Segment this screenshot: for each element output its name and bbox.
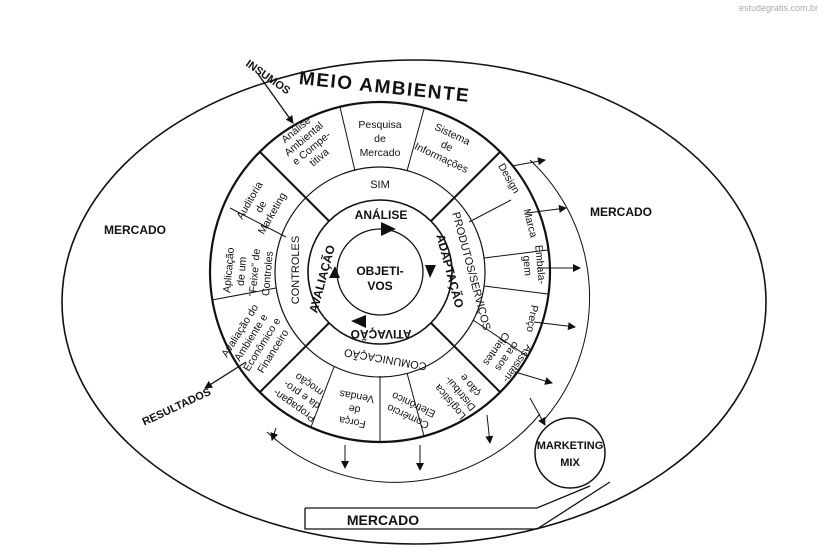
avaliacao-arrow bbox=[329, 266, 340, 278]
insumos-arrow bbox=[257, 73, 294, 124]
mercado-bottom-bar-top bbox=[305, 485, 591, 509]
adaptacao-arrow bbox=[425, 265, 436, 278]
activity-ring bbox=[307, 199, 453, 345]
cell-pesquisa-mercado: Pesquisa de Mercado bbox=[358, 119, 401, 159]
svg-text:de: de bbox=[374, 133, 386, 145]
cell-analise-ambiental: Análise Ambiental e Compe- titiva bbox=[279, 114, 333, 169]
mercado-right-label: MERCADO bbox=[590, 205, 652, 219]
marketing-mix-arc bbox=[529, 159, 591, 421]
mix-arrows-right bbox=[511, 157, 581, 426]
cell-design: Design bbox=[495, 161, 522, 195]
svg-text:gem: gem bbox=[520, 255, 534, 277]
mercado-bottom-bar bbox=[304, 481, 611, 530]
sim-label: SIM bbox=[370, 179, 390, 191]
svg-text:Embala-: Embala- bbox=[532, 244, 547, 284]
cell-separators bbox=[211, 106, 549, 441]
cell-comercio-eletronico: Comércio Eletrônico bbox=[385, 389, 437, 431]
ativacao-label: ATIVAÇÃO bbox=[351, 327, 412, 342]
cell-preco: Preço bbox=[524, 304, 541, 333]
divider-ne bbox=[430, 151, 501, 222]
svg-text:"Feixe" de: "Feixe" de bbox=[247, 248, 263, 297]
cell-embalagem: Embala- gem bbox=[520, 244, 548, 284]
marketing-mix-label-1: MARKETING bbox=[537, 440, 604, 452]
svg-text:Mercado: Mercado bbox=[360, 147, 401, 159]
watermark: estudegratis.com.br bbox=[739, 3, 818, 13]
objetivos-label-2: VOS bbox=[367, 279, 392, 293]
marketing-mix-bottom-arc bbox=[266, 413, 541, 483]
mix-arrows-bottom bbox=[270, 414, 494, 471]
resultados-arrow bbox=[204, 361, 247, 389]
svg-text:de: de bbox=[439, 138, 455, 154]
analise-arrow bbox=[381, 222, 396, 236]
comunicacao-label: COMUNICAÇÃO bbox=[343, 346, 428, 373]
svg-text:Aplicação: Aplicação bbox=[221, 247, 237, 294]
mercado-left-label: MERCADO bbox=[104, 223, 166, 237]
controles-label: CONTROLES bbox=[290, 236, 302, 304]
objetivos-label-1: OBJETI- bbox=[356, 264, 403, 278]
cell-forca-vendas: Força de Vendas bbox=[338, 387, 376, 431]
marketing-mix-label-2: MIX bbox=[560, 457, 580, 469]
divider-se bbox=[430, 322, 501, 393]
svg-text:Força: Força bbox=[338, 414, 367, 431]
divider-sw bbox=[259, 322, 330, 393]
svg-text:de: de bbox=[348, 402, 362, 416]
ativacao-arrow bbox=[351, 315, 366, 328]
svg-text:Controles: Controles bbox=[260, 251, 276, 297]
outer-ring bbox=[208, 100, 552, 444]
marketing-mix-circle bbox=[534, 417, 606, 489]
svg-text:de um: de um bbox=[235, 256, 250, 286]
svg-text:Pesquisa: Pesquisa bbox=[358, 119, 401, 131]
divider-nw bbox=[259, 151, 330, 222]
mercado-bottom-label: MERCADO bbox=[347, 512, 419, 528]
cell-aplicacao-controles: Aplicação de um "Feixe" de Controles bbox=[221, 247, 276, 297]
cell-assistencia-clientes: Assistên- cia aos Clientes bbox=[480, 330, 534, 385]
svg-text:de: de bbox=[253, 199, 269, 215]
cell-auditoria-marketing: Auditoria de Marketing bbox=[234, 179, 289, 236]
cell-sistema-informacoes: Sistema de Informações bbox=[412, 121, 472, 176]
svg-text:Vendas: Vendas bbox=[339, 387, 376, 405]
analise-label: ANÁLISE bbox=[355, 207, 408, 222]
environment-ellipse bbox=[61, 59, 767, 545]
resultados-label: RESULTADOS bbox=[141, 386, 213, 428]
